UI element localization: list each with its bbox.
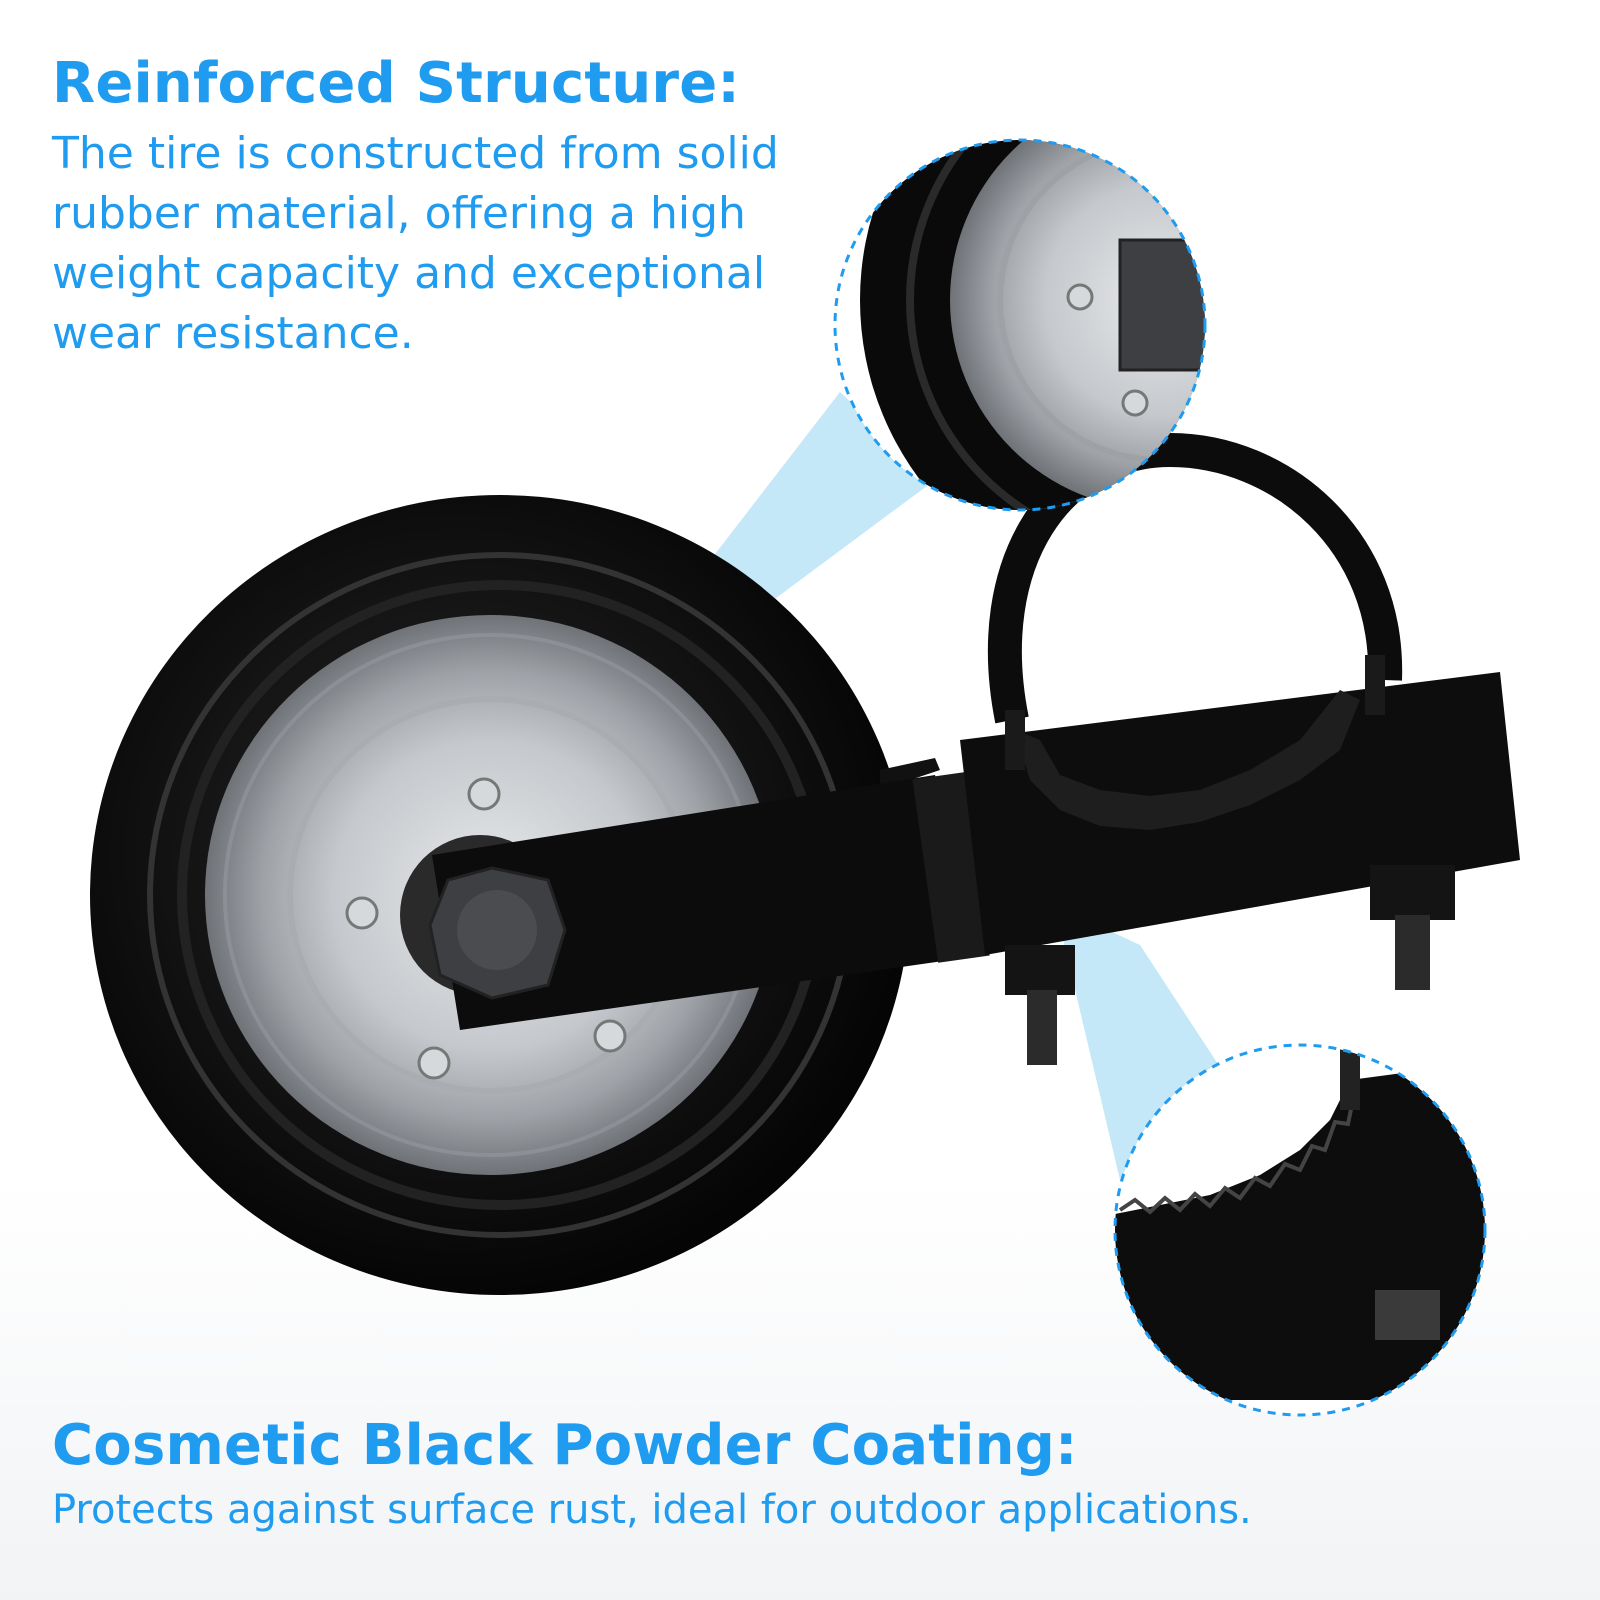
description-reinforced-structure: The tire is constructed from solid rubbe… [52, 128, 779, 359]
callout-beam-top [695, 392, 935, 610]
zoom-callout-tire [833, 138, 1207, 512]
feature-black-powder-coating: Cosmetic Black Powder Coating: Protects … [52, 1410, 1572, 1538]
heading-powder-coating: Cosmetic Black Powder Coating: [52, 1413, 1078, 1478]
zoom-callout-clamp-teeth [1113, 1043, 1487, 1417]
description-powder-coating: Protects against surface rust, ideal for… [52, 1487, 1252, 1533]
feature-reinforced-structure: Reinforced Structure: The tire is constr… [52, 44, 812, 364]
heading-reinforced-structure: Reinforced Structure: [52, 51, 740, 116]
u-bolt-clamp-illustration [960, 432, 1520, 1065]
mount-arm-illustration [428, 758, 990, 1030]
